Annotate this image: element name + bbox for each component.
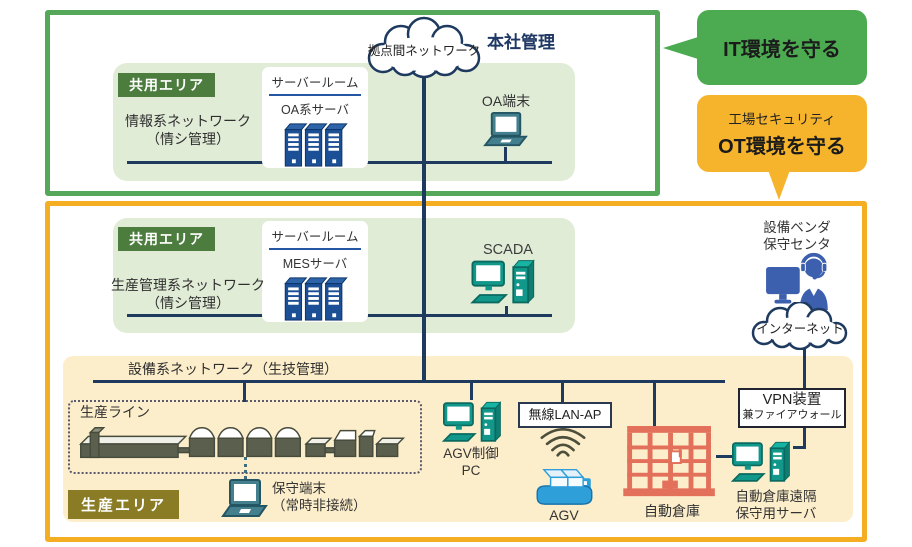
vendor-center-label: 設備ベンダ 保守センタ: [763, 220, 831, 252]
production-network-label: 生産管理系ネットワーク （情シ管理）: [111, 277, 265, 312]
scada-connector: [505, 306, 508, 314]
wireless-ap-box: 無線LAN-AP: [518, 402, 612, 428]
production-area-tag: 生産エリア: [68, 490, 180, 519]
warehouse-label: 自動倉庫: [644, 503, 700, 519]
agv-pc-drop: [470, 383, 473, 400]
ot-callout: 工場セキュリティ OT環境を守る: [697, 95, 867, 172]
server-rack-icon: [284, 123, 348, 167]
warehouse-drop: [653, 383, 656, 430]
operator-icon: [766, 253, 828, 310]
maintenance-laptop-icon: [221, 479, 268, 517]
wan-trunk-line: [422, 66, 426, 383]
oa-terminal-laptop-icon: [483, 111, 528, 147]
oa-terminal-label: OA端末: [481, 93, 531, 109]
warehouse-server-label: 自動倉庫遠隔 保守用サーバ: [735, 489, 817, 521]
scada-label: SCADA: [483, 242, 533, 258]
maintenance-terminal-dotted-link: [244, 457, 247, 479]
agv-pc-label: AGV制御 PC: [443, 446, 499, 478]
internet-cloud-label: インターネット: [756, 322, 844, 336]
production-line-drop: [243, 383, 246, 402]
maintenance-terminal-label: 保守端末 （常時非接続）: [272, 481, 367, 513]
ot-callout-sub-label: 工場セキュリティ: [728, 112, 836, 127]
ot-shared-area-tag: 共用エリア: [118, 227, 215, 251]
wan-cloud-label: 拠点間ネットワーク: [367, 44, 481, 58]
vpn-server-link-h: [793, 446, 806, 449]
it-callout-label: IT環境を守る: [723, 39, 841, 61]
oa-server-card: サーバールーム OA系サーバ: [262, 67, 368, 168]
production-line-label: 生産ライン: [80, 404, 150, 420]
server-rack-icon: [284, 277, 348, 321]
server-room-label: サーバールーム: [271, 76, 359, 90]
warehouse-server-link: [716, 455, 738, 458]
it-callout: IT環境を守る: [697, 10, 867, 85]
divider: [269, 94, 361, 96]
divider: [269, 248, 361, 250]
it-shared-area-tag: 共用エリア: [118, 73, 215, 97]
equipment-network-label: 設備系ネットワーク（生技管理）: [128, 361, 338, 377]
oa-terminal-connector: [504, 147, 507, 161]
warehouse-server-pc-icon: [730, 441, 791, 482]
headquarters-label: 本社管理: [487, 33, 555, 52]
agv-control-pc-icon: [441, 401, 502, 442]
mes-server-label: MESサーバ: [282, 257, 348, 271]
it-network-label: 情報系ネットワーク （情シ管理）: [125, 113, 251, 148]
wireless-ap-drop: [561, 383, 564, 403]
vpn-server-link-v: [803, 424, 806, 448]
ot-callout-tail: [768, 170, 790, 200]
vpn-device-box: VPN装置 兼ファイアウォール: [738, 388, 846, 428]
production-machines-icon: [78, 427, 406, 459]
vpn-label: VPN装置: [762, 392, 822, 408]
internet-vpn-link: [803, 348, 806, 389]
vpn-sub-label: 兼ファイアウォール: [742, 409, 842, 422]
wifi-waves-icon: [540, 428, 586, 457]
server-room-label: サーバールーム: [271, 230, 359, 244]
wan-cloud-icon: [367, 16, 481, 79]
ot-callout-label: OT環境を守る: [718, 136, 846, 158]
agv-icon: [536, 468, 593, 505]
oa-server-label: OA系サーバ: [281, 103, 349, 117]
agv-label: AGV: [549, 507, 579, 523]
equipment-network-bus: [93, 380, 725, 383]
scada-pc-icon: [470, 259, 535, 304]
it-callout-tail: [663, 37, 698, 59]
internet-cloud-icon: [751, 302, 848, 350]
warehouse-rack-icon: [623, 426, 715, 497]
mes-server-card: サーバールーム MESサーバ: [262, 221, 368, 322]
